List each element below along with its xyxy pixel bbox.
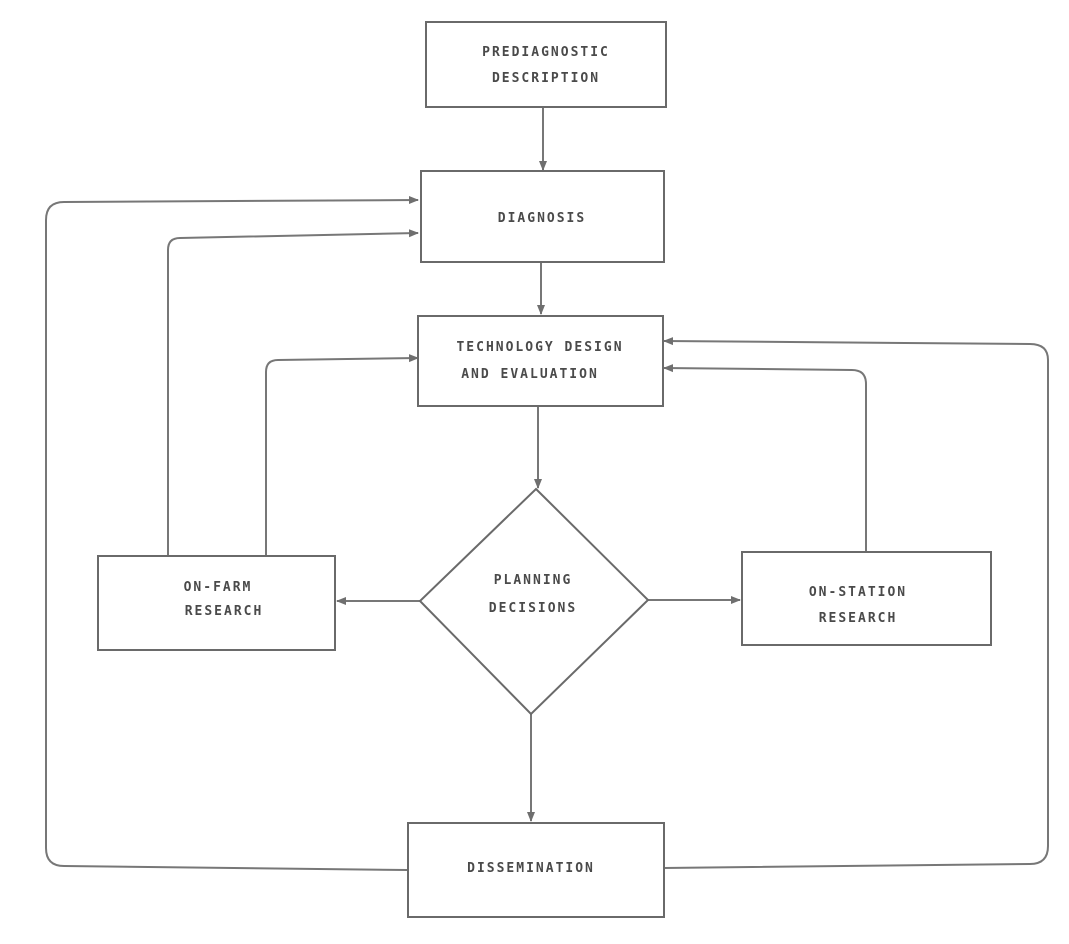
on-farm-line2: RESEARCH: [185, 604, 264, 619]
node-diagnosis: DIAGNOSIS: [420, 170, 665, 263]
loop-dissemination-to-diagnosis: [45, 196, 419, 871]
on-station-line2: RESEARCH: [819, 611, 898, 626]
loop-on-farm-to-technology: [265, 354, 419, 556]
loop-on-station-to-technology: [663, 364, 867, 552]
connectors: [45, 107, 1049, 871]
on-farm-line1: ON-FARM: [184, 580, 253, 595]
node-dissemination: DISSEMINATION: [407, 822, 665, 918]
on-station-line1: ON-STATION: [809, 585, 907, 600]
diagnosis-label: DIAGNOSIS: [498, 211, 586, 226]
node-planning-decisions: PLANNING DECISIONS: [418, 487, 650, 716]
node-on-station-research: ON-STATION RESEARCH: [741, 551, 992, 646]
prediagnostic-line1: PREDIAGNOSTIC: [482, 45, 610, 60]
planning-line1: PLANNING: [494, 573, 573, 588]
node-prediagnostic-description: PREDIAGNOSTIC DESCRIPTION: [425, 21, 667, 108]
technology-line2: AND EVALUATION: [461, 367, 599, 382]
technology-line1: TECHNOLOGY DESIGN: [456, 340, 623, 355]
dissemination-label: DISSEMINATION: [467, 861, 595, 876]
prediagnostic-line2: DESCRIPTION: [492, 71, 600, 86]
node-technology-design: TECHNOLOGY DESIGN AND EVALUATION: [417, 315, 664, 407]
loop-on-farm-to-diagnosis: [167, 229, 419, 556]
node-on-farm-research: ON-FARM RESEARCH: [97, 555, 336, 651]
loop-dissemination-to-technology: [663, 337, 1049, 869]
planning-line2: DECISIONS: [489, 601, 577, 616]
